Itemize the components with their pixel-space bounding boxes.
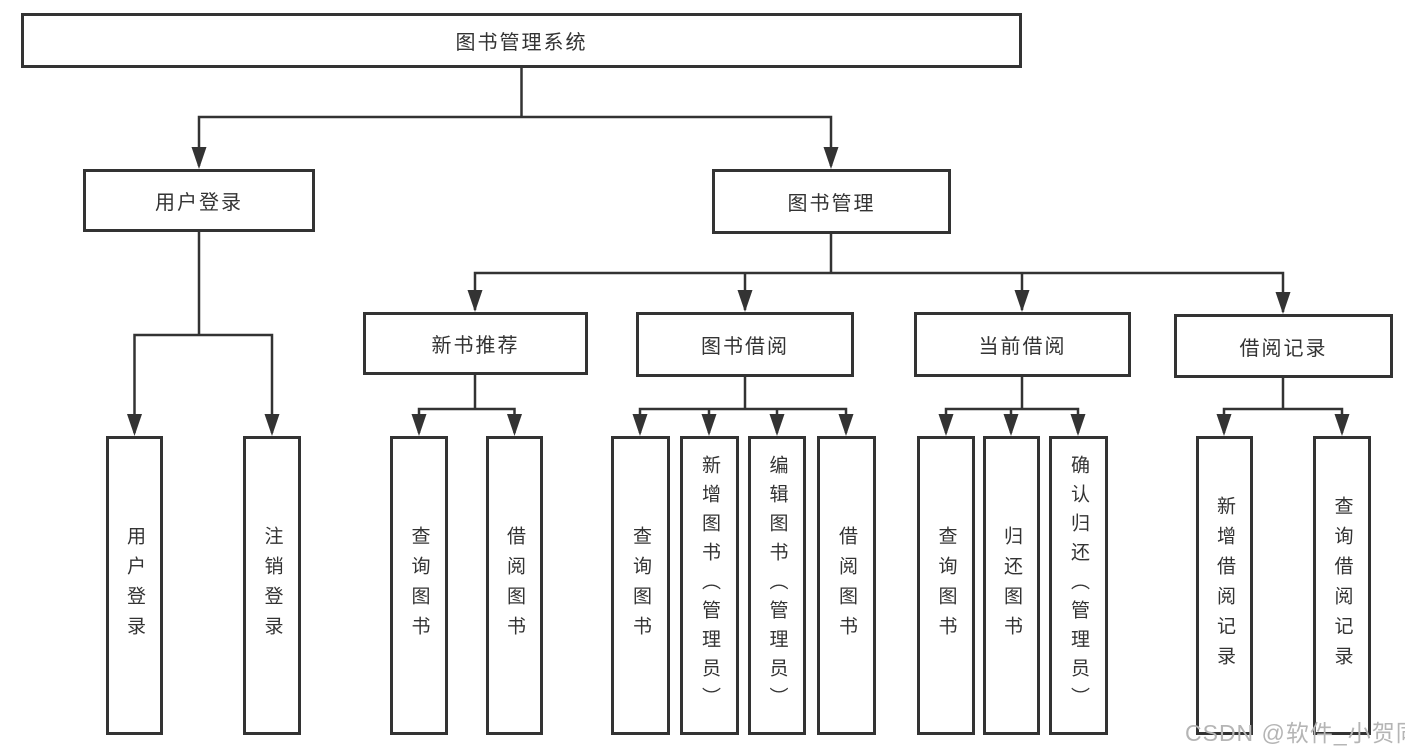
leaf-logout: 注销登录 [243,436,301,735]
leaf-add-book-admin: 新增图书（管理员） [680,436,739,735]
leaf-add-borrow-record: 新增借阅记录 [1196,436,1253,735]
connector-borrow-records-subtree [1222,378,1344,433]
arrowheads [127,147,1350,436]
node-new-book-recommend: 新书推荐 [363,312,588,375]
node-root: 图书管理系统 [21,13,1022,68]
leaf-borrow-query-books-label: 查询图书 [630,525,651,646]
leaf-return-books-label: 归还图书 [1001,525,1022,646]
leaf-current-query-books: 查询图书 [917,436,975,735]
node-user-login-label: 用户登录 [155,192,243,214]
node-borrow-records-label: 借阅记录 [1239,337,1328,360]
node-book-borrow-label: 图书借阅 [701,336,789,358]
leaf-logout-label: 注销登录 [261,525,283,646]
leaf-edit-book-admin-label: 编辑图书（管理员） [766,455,788,716]
leaf-query-borrow-record: 查询借阅记录 [1313,436,1371,735]
leaf-recommend-borrow-books-label: 借阅图书 [504,525,525,646]
leaf-edit-book-admin: 编辑图书（管理员） [748,436,806,735]
connector-new-book-subtree [417,375,516,433]
leaf-add-borrow-record-label: 新增借阅记录 [1214,495,1235,676]
node-borrow-records: 借阅记录 [1174,314,1393,378]
node-book-borrow: 图书借阅 [636,312,854,377]
node-book-management-label: 图书管理 [787,193,876,215]
node-current-borrow-label: 当前借阅 [978,336,1067,358]
connector-user-login-subtree [133,232,274,433]
node-user-login: 用户登录 [83,169,315,232]
connector-book-management-level3 [473,234,1285,312]
leaf-borrow-query-books: 查询图书 [611,436,670,735]
connector-book-borrow-subtree [638,377,848,433]
leaf-confirm-return-admin: 确认归还（管理员） [1049,436,1108,735]
leaf-query-borrow-record-label: 查询借阅记录 [1331,495,1353,676]
leaf-borrow-books: 借阅图书 [817,436,876,735]
watermark: CSDN @软件_小贺同学 [1185,720,1405,746]
leaf-user-login-label: 用户登录 [124,525,145,646]
leaf-borrow-books-label: 借阅图书 [836,525,857,646]
connector-level2 [197,115,833,166]
leaf-confirm-return-admin-label: 确认归还（管理员） [1068,455,1089,716]
leaf-recommend-borrow-books: 借阅图书 [486,436,543,735]
node-current-borrow: 当前借阅 [914,312,1131,377]
node-new-book-recommend-label: 新书推荐 [431,335,520,357]
leaf-current-query-books-label: 查询图书 [935,525,957,646]
leaf-recommend-query-books-label: 查询图书 [408,525,430,646]
leaf-add-book-admin-label: 新增图书（管理员） [699,455,720,716]
node-book-management: 图书管理 [712,169,951,234]
leaf-user-login: 用户登录 [106,436,163,735]
leaf-return-books: 归还图书 [983,436,1040,735]
leaf-recommend-query-books: 查询图书 [390,436,448,735]
node-root-label: 图书管理系统 [455,32,588,54]
